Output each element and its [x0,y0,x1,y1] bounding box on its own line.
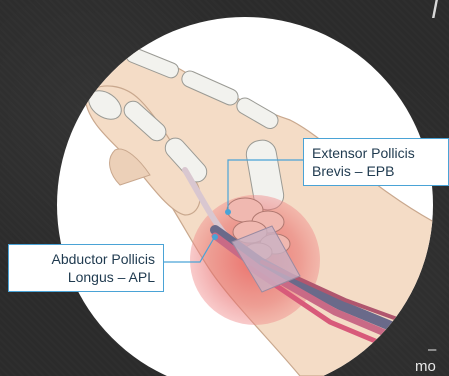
cropped-dash-fragment: – [428,341,436,359]
cropped-text-fragment: mo [415,358,436,376]
apl-label: Abductor Pollicis Longus – APL [8,244,164,292]
epb-label-line1: Extensor Pollicis [312,144,440,162]
apl-pointer-dot [212,234,218,240]
apl-label-line2: Longus – APL [17,268,155,286]
epb-label: Extensor Pollicis Brevis – EPB [303,138,449,186]
cropped-heading-fragment: I [431,0,438,18]
epb-pointer-dot [225,209,231,215]
epb-label-line2: Brevis – EPB [312,162,440,180]
apl-label-line1: Abductor Pollicis [17,250,155,268]
